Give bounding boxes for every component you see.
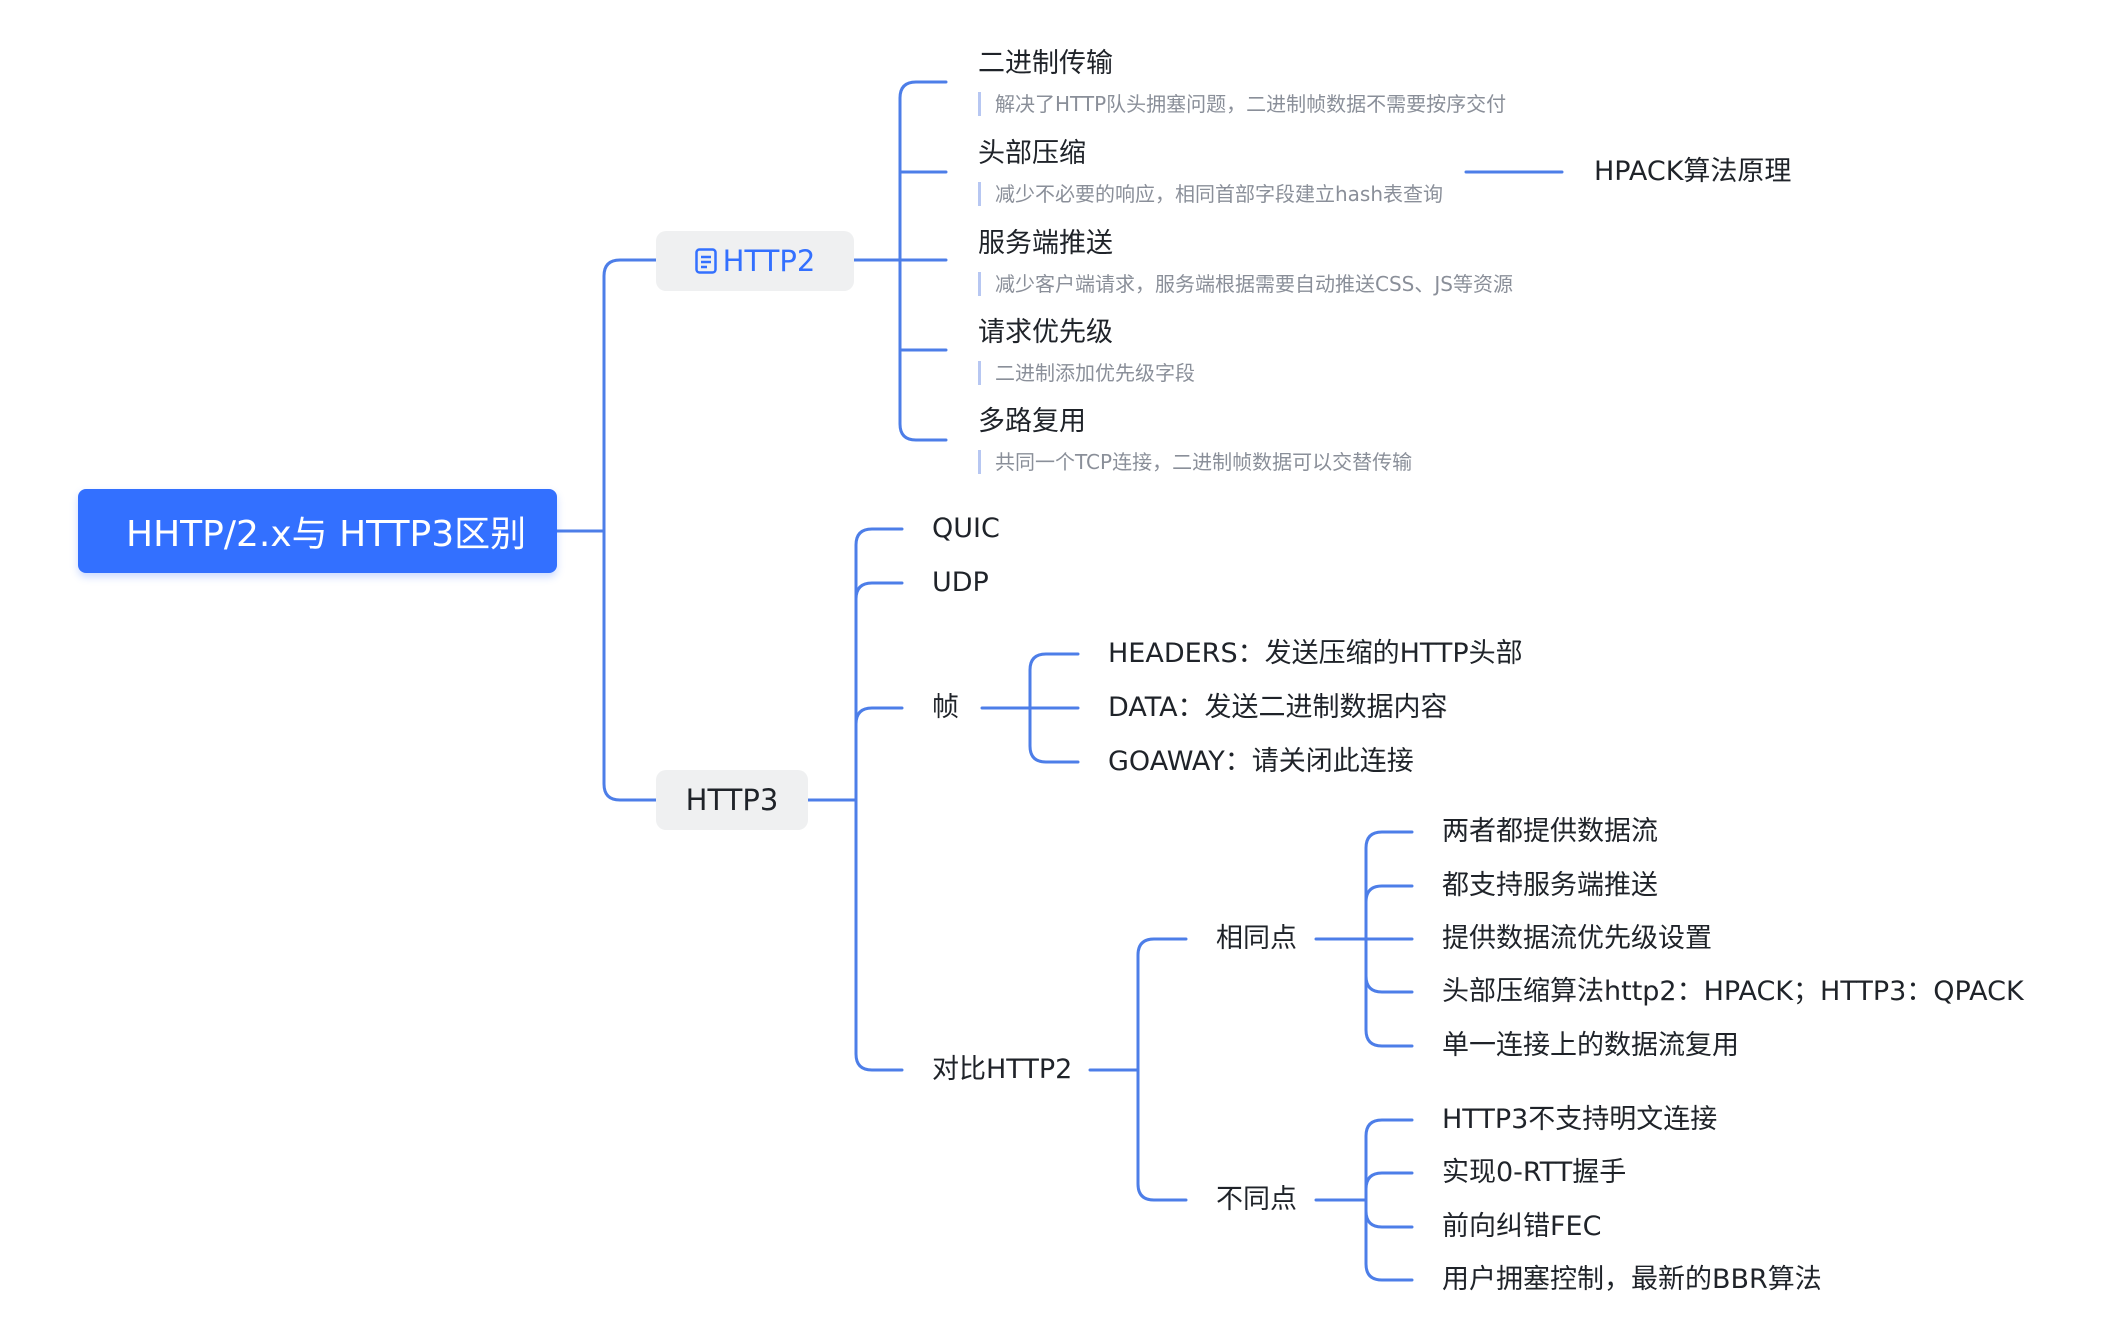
diff-points-node[interactable]: 不同点	[1216, 1184, 1297, 1215]
same-points-node[interactable]: 相同点	[1216, 923, 1297, 954]
same-item[interactable]: 单一连接上的数据流复用	[1442, 1030, 1739, 1061]
http2-item-binary-title[interactable]: 二进制传输	[978, 48, 1113, 79]
http2-label: HTTP2	[722, 244, 816, 278]
http2-item-priority-title[interactable]: 请求优先级	[978, 317, 1113, 348]
same-item[interactable]: 提供数据流优先级设置	[1442, 923, 1712, 954]
http2-item-server-push-note: 减少客户端请求，服务端根据需要自动推送CSS、JS等资源	[978, 272, 1513, 296]
http2-item-multiplex-note: 共同一个TCP连接，二进制帧数据可以交替传输	[978, 450, 1412, 474]
diff-item[interactable]: HTTP3不支持明文连接	[1442, 1104, 1718, 1135]
document-icon	[694, 248, 717, 274]
http2-item-binary-note: 解决了HTTP队头拥塞问题，二进制帧数据不需要按序交付	[978, 92, 1506, 116]
http2-item-header-compress-title[interactable]: 头部压缩	[978, 138, 1086, 169]
http3-label: HTTP3	[685, 783, 779, 817]
root-label: HHTP/2.x与 HTTP3区别	[126, 514, 527, 555]
frame-item-data[interactable]: DATA：发送二进制数据内容	[1108, 692, 1448, 723]
diff-item[interactable]: 实现0-RTT握手	[1442, 1157, 1627, 1188]
http3-node[interactable]: HTTP3	[656, 770, 808, 830]
root-node[interactable]: HHTP/2.x与 HTTP3区别	[78, 489, 557, 573]
diff-item[interactable]: 用户拥塞控制，最新的BBR算法	[1442, 1264, 1822, 1295]
hpack-node[interactable]: HPACK算法原理	[1594, 156, 1792, 187]
http2-node[interactable]: HTTP2	[656, 231, 854, 291]
http2-item-server-push-title[interactable]: 服务端推送	[978, 228, 1113, 259]
same-item[interactable]: 两者都提供数据流	[1442, 816, 1658, 847]
diff-item[interactable]: 前向纠错FEC	[1442, 1211, 1602, 1242]
http2-item-header-compress-note: 减少不必要的响应，相同首部字段建立hash表查询	[978, 182, 1443, 206]
http2-item-multiplex-title[interactable]: 多路复用	[978, 406, 1086, 437]
http3-quic-node[interactable]: QUIC	[932, 513, 1000, 544]
http3-frame-node[interactable]: 帧	[932, 692, 959, 723]
compare-http2-node[interactable]: 对比HTTP2	[932, 1054, 1073, 1085]
frame-item-headers[interactable]: HEADERS：发送压缩的HTTP头部	[1108, 638, 1523, 669]
same-item[interactable]: 都支持服务端推送	[1442, 870, 1658, 901]
http2-item-priority-note: 二进制添加优先级字段	[978, 361, 1195, 385]
same-item[interactable]: 头部压缩算法http2：HPACK；HTTP3：QPACK	[1442, 976, 2024, 1007]
frame-item-goaway[interactable]: GOAWAY：请关闭此连接	[1108, 746, 1414, 777]
http3-udp-node[interactable]: UDP	[932, 567, 989, 598]
